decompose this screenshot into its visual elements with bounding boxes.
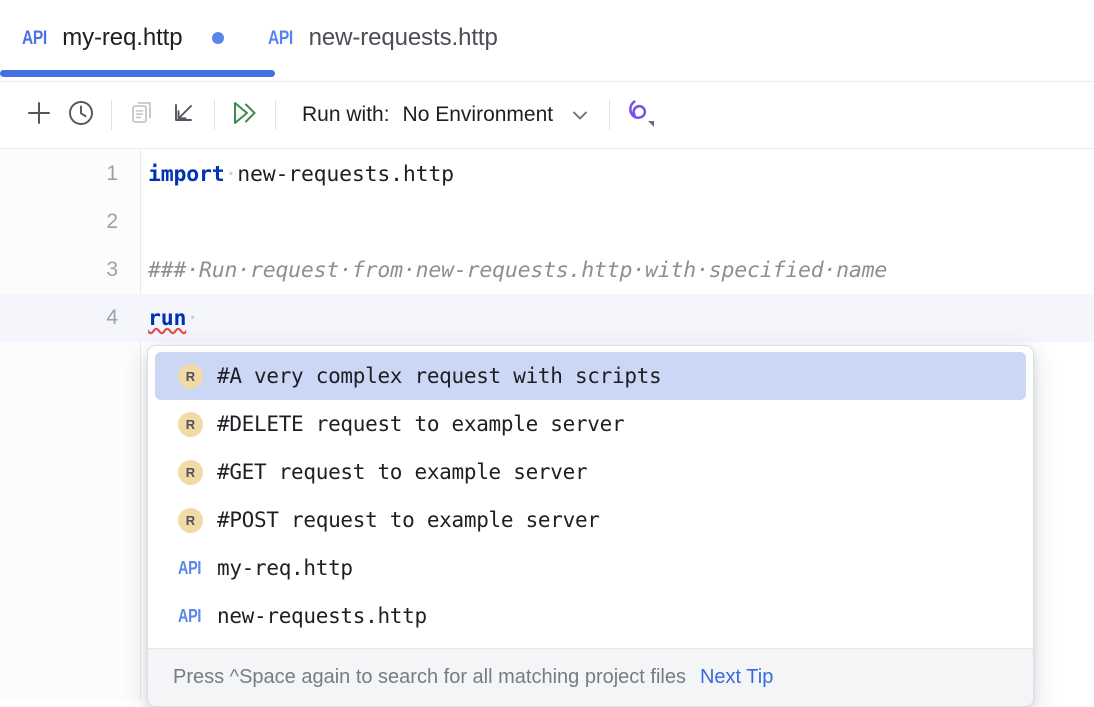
code-line[interactable]: 3 ###·Run·request·from·new-requests.http·… [0, 246, 1094, 294]
request-badge-icon: R [178, 507, 208, 533]
api-badge-text: API [178, 558, 202, 578]
request-badge-letter: R [178, 459, 203, 485]
ai-assistant-button[interactable] [619, 94, 661, 136]
completion-item[interactable]: API my-req.http [155, 544, 1026, 592]
unsaved-changes-dot-icon [212, 32, 225, 44]
completion-item[interactable]: R #A very complex request with scripts [155, 352, 1026, 400]
next-tip-link[interactable]: Next Tip [699, 666, 774, 688]
tab-new-requests-http[interactable]: API new-requests.http [246, 0, 519, 76]
code-token: new-requests.http [237, 161, 454, 187]
api-file-type-icon: API [268, 27, 294, 49]
request-history-button[interactable] [60, 94, 102, 136]
code-line[interactable]: 4 run· [0, 294, 1094, 342]
chevron-down-icon [567, 102, 593, 128]
environment-value: No Environment [402, 103, 554, 126]
completion-item-label: #POST request to example server [217, 508, 600, 532]
line-number-gutter [0, 150, 141, 700]
tab-my-req-http[interactable]: API my-req.http [0, 0, 246, 76]
copy-request-button[interactable] [121, 94, 163, 136]
add-request-button[interactable] [18, 94, 60, 136]
completion-item-label: #DELETE request to example server [217, 412, 625, 436]
request-badge-icon: R [178, 459, 208, 485]
code-token: · [186, 305, 199, 331]
completion-item-label: #GET request to example server [217, 460, 588, 484]
completion-item[interactable]: R #DELETE request to example server [155, 400, 1026, 448]
toolbar-separator [214, 100, 215, 130]
ai-assistant-icon [623, 96, 657, 135]
code-token: ###·Run·request·from·new-requests.http·w… [148, 257, 888, 283]
run-all-requests-button[interactable] [224, 94, 266, 136]
import-icon [169, 98, 199, 133]
line-number: 3 [106, 258, 118, 281]
run-all-icon [228, 98, 262, 133]
code-line[interactable]: 1 import·new-requests.http [0, 150, 1094, 198]
request-badge-icon: R [178, 411, 208, 437]
copy-icon [127, 98, 157, 133]
request-badge-letter: R [178, 363, 203, 389]
completion-item[interactable]: R #GET request to example server [155, 448, 1026, 496]
history-icon [66, 98, 96, 133]
environment-selector[interactable]: No Environment [390, 102, 594, 128]
editor-tab-bar: API my-req.http API new-requests.http [0, 0, 1094, 82]
request-badge-icon: R [178, 363, 208, 389]
code-line[interactable]: 2 [0, 198, 1094, 246]
line-number: 1 [106, 162, 118, 185]
completion-item-label: my-req.http [217, 556, 353, 580]
run-with-label: Run with: [302, 103, 390, 126]
completion-item[interactable]: API new-requests.http [155, 592, 1026, 640]
code-token: import [148, 161, 225, 187]
code-line-text: run· [148, 306, 199, 331]
request-badge-letter: R [178, 507, 203, 533]
active-tab-indicator [0, 70, 275, 77]
http-client-toolbar: Run with: No Environment [0, 82, 1094, 149]
code-line-text: ###·Run·request·from·new-requests.http·w… [148, 258, 887, 283]
import-request-button[interactable] [163, 94, 205, 136]
tab-label: my-req.http [62, 24, 183, 51]
code-line-text: import·new-requests.http [148, 162, 454, 187]
completion-item[interactable]: R #POST request to example server [155, 496, 1026, 544]
api-file-type-icon: API [178, 559, 208, 577]
completion-item-label: #A very complex request with scripts [217, 364, 662, 388]
toolbar-separator [275, 100, 276, 130]
toolbar-separator [111, 100, 112, 130]
tab-label: new-requests.http [308, 24, 498, 51]
request-badge-letter: R [178, 411, 203, 437]
completion-hint-text: Press ^Space again to search for all mat… [173, 666, 686, 688]
line-number: 2 [106, 210, 118, 233]
toolbar-separator [609, 100, 611, 130]
completion-popup-footer: Press ^Space again to search for all mat… [148, 648, 1033, 706]
code-token: run [148, 305, 187, 331]
api-badge-text: API [178, 606, 202, 626]
add-icon [25, 99, 53, 132]
code-token: · [224, 161, 238, 187]
api-file-type-icon: API [178, 607, 208, 625]
completion-item-label: new-requests.http [217, 604, 427, 628]
line-number: 4 [106, 306, 118, 329]
api-file-type-icon: API [22, 27, 47, 49]
